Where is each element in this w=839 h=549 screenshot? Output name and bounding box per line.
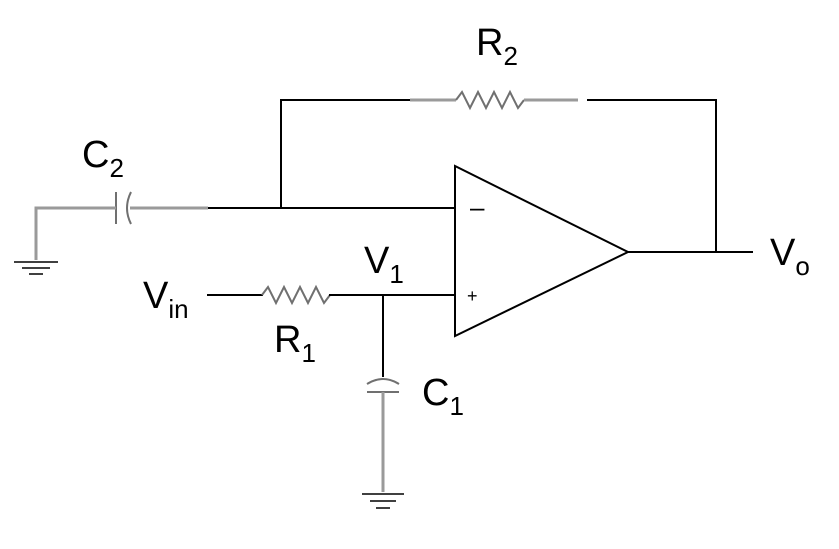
feedback-path xyxy=(280,89,717,253)
noninverting-pin-sign: + xyxy=(467,286,478,306)
label-c2-sub: 2 xyxy=(109,153,123,183)
ground-c1 xyxy=(362,493,404,509)
label-c1-main: C xyxy=(422,372,449,414)
label-vo-sub: o xyxy=(795,251,809,281)
label-v1-main: V xyxy=(364,240,390,282)
resistor-r1 xyxy=(261,284,331,306)
label-v1-sub: 1 xyxy=(389,259,403,289)
label-c2-main: C xyxy=(82,134,109,176)
feedback-wire-right xyxy=(587,99,717,253)
capacitor-c1-plate-curved xyxy=(366,378,400,385)
label-r1-sub: 1 xyxy=(301,338,315,368)
label-v1: V1 xyxy=(364,240,404,289)
c2-lead-left xyxy=(34,206,116,260)
label-r2-main: R xyxy=(476,22,503,64)
op-amp: – + xyxy=(454,164,631,338)
label-vin-main: V xyxy=(143,275,169,317)
label-r1-main: R xyxy=(274,319,301,361)
label-c2: C2 xyxy=(82,134,124,183)
label-vo: Vo xyxy=(770,232,810,281)
noninverting-input-path xyxy=(207,284,456,509)
label-vo-main: V xyxy=(770,232,796,274)
label-vin: Vin xyxy=(143,275,189,324)
ground-c2 xyxy=(14,261,58,275)
inverting-pin-sign: – xyxy=(470,192,485,222)
op-amp-triangle xyxy=(454,164,631,338)
feedback-wire-left xyxy=(280,99,411,209)
label-r2-sub: 2 xyxy=(503,41,517,71)
inverting-input-path xyxy=(14,191,456,275)
label-vin-sub: in xyxy=(168,294,188,324)
label-r1: R1 xyxy=(274,319,316,368)
label-c1: C1 xyxy=(422,372,464,421)
resistor-r2 xyxy=(455,89,525,111)
label-r2: R2 xyxy=(476,22,518,71)
capacitor-c2-plate-curved xyxy=(126,191,132,225)
label-c1-sub: 1 xyxy=(449,391,463,421)
